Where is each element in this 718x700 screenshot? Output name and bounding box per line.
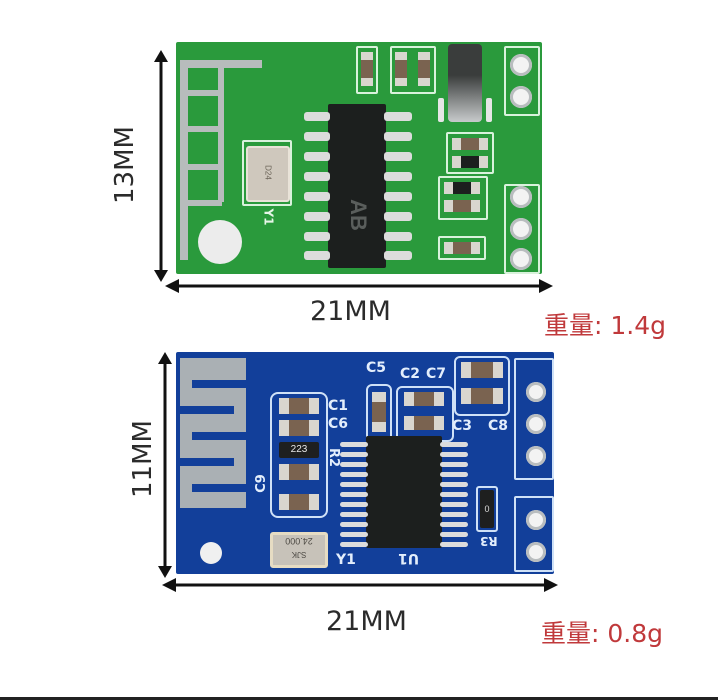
antenna-meander [180,358,246,508]
silk-c3: C3 [452,418,473,434]
component-outline [438,176,488,220]
smd-resistor-r2: 223 [279,442,319,458]
smd-capacitor [279,464,319,480]
weight-label-bottom: 重量: 0.8g [541,619,663,648]
smd-capacitor-c3 [404,416,444,430]
smd-resistor-r3: 0 [480,490,494,528]
crystal-outline [242,140,292,206]
antenna-trace [180,126,222,132]
smd-capacitor-c6 [279,420,319,436]
width-arrow-icon [162,578,558,592]
silk-c1: C1 [328,398,349,414]
header-outline [504,184,540,274]
smd-capacitor-c2 [404,392,444,406]
silk-c6: C6 [328,416,349,432]
smd-capacitor-c7 [461,362,503,378]
smd-component [444,182,480,194]
smd-capacitor-c9 [279,494,319,510]
header-pad [510,54,532,76]
smd-capacitor [361,52,373,87]
silk-c2: C2 [400,366,421,382]
component-outline [454,356,510,416]
antenna-trace [180,164,222,170]
smd-capacitor [395,52,407,87]
silk-c5: C5 [366,360,387,376]
silk-c9: C9 [253,474,269,493]
crystal-maker: SJK [291,550,307,559]
chip-logo: AB [345,199,371,231]
smd-capacitor-c5 [372,392,386,432]
header-outline [514,496,554,572]
header-pad [510,218,532,240]
smd-capacitor [418,52,430,87]
component-outline [476,486,498,532]
bottom-border [0,697,718,700]
antenna-trace [180,60,188,260]
header-pad [510,186,532,208]
antenna-trace [180,90,222,96]
height-arrow-icon [154,50,168,282]
width-arrow-icon [165,279,553,293]
mounting-hole [200,542,222,564]
smd-capacitor-c1 [279,398,319,414]
cap-outline [390,46,436,94]
main-ic-chip: AB [328,104,386,268]
smd-resistor [486,98,492,122]
crystal-marking: D24 [263,165,273,180]
width-label-bottom: 21MM [326,606,407,637]
silk-c8: C8 [488,418,509,434]
height-label-top: 13MM [110,126,140,204]
crystal-marking: 24.000 [285,536,313,546]
antenna-trace [218,62,224,202]
smd-capacitor-c8 [461,388,503,404]
pcb-green-module: D24 Y1 AB [176,42,542,274]
smd-capacitor [452,138,488,150]
main-ic-chip-u1 [366,436,442,548]
mounting-hole [198,220,242,264]
header-pad [526,382,546,402]
header-pad [526,446,546,466]
header-outline [514,358,554,480]
pcb-blue-module: 223 C1 C6 R2 C9 C5 C2 C7 C3 C8 [176,352,554,574]
component-outline [446,132,494,174]
smd-capacitor [444,242,480,254]
silk-y1: Y1 [261,208,276,226]
height-label-bottom: 11MM [128,420,158,498]
silk-y1: Y1 [336,552,356,568]
antenna-trace [180,200,222,206]
silk-u1: U1 [398,550,420,566]
width-label-top: 21MM [310,296,391,327]
cap-outline [356,46,378,94]
crystal-oscillator: D24 [246,146,290,202]
height-arrow-icon [158,352,172,578]
header-pad [526,510,546,530]
solder-component [448,44,482,122]
silk-r3: R3 [480,534,498,548]
silk-c7: C7 [426,366,447,382]
smd-resistor [438,98,444,122]
header-pad [526,542,546,562]
component-outline [438,236,486,260]
header-pad [526,414,546,434]
silk-r2: R2 [326,447,342,468]
component-outline [270,392,328,518]
crystal-oscillator: 24.000 SJK [270,532,328,568]
header-outline [504,46,540,116]
header-pad [510,248,532,270]
smd-component [452,156,488,168]
weight-label-top: 重量: 1.4g [544,311,666,340]
smd-capacitor [444,200,480,212]
header-pad [510,86,532,108]
